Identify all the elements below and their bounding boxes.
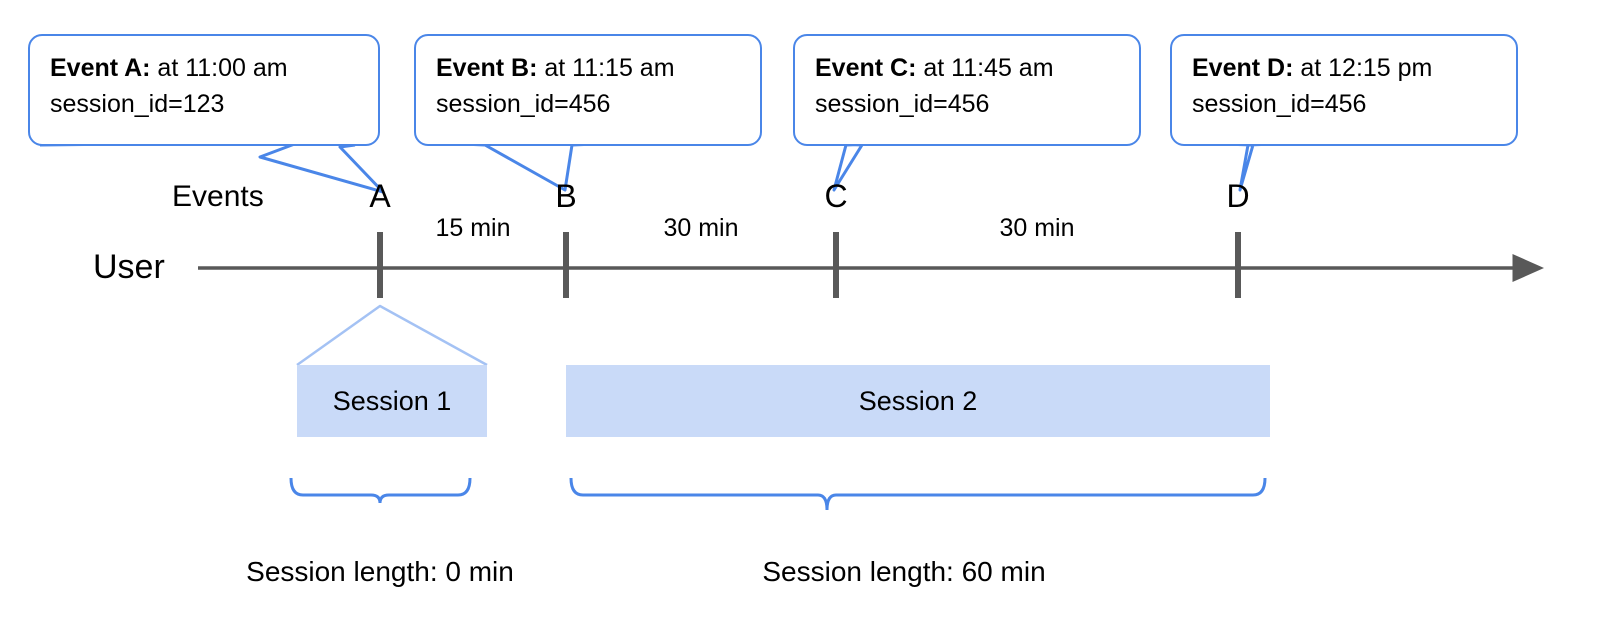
- callout-event-b-time: at 11:15 am: [537, 54, 675, 82]
- session-bar-1-label: Session 1: [332, 385, 452, 416]
- callout-event-c-time: at 11:45 am: [916, 54, 1054, 82]
- lane-label-user: User: [93, 248, 165, 286]
- gap-label-b-c: 30 min: [663, 214, 739, 242]
- callout-event-b-line1: Event B: at 11:15 am: [436, 50, 742, 86]
- tick-letter-b: B: [555, 178, 577, 214]
- callout-event-a[interactable]: Event A: at 11:00 am session_id=123: [28, 34, 380, 146]
- callout-event-a-line1: Event A: at 11:00 am: [50, 50, 360, 86]
- session-bar-1[interactable]: Session 1: [297, 365, 487, 437]
- callout-event-c-title: Event C:: [815, 54, 917, 82]
- callout-event-d-title: Event D:: [1192, 54, 1294, 82]
- gap-label-a-b: 15 min: [435, 214, 511, 242]
- lane-label-events: Events: [172, 180, 264, 213]
- session2-brace: [569, 477, 1267, 511]
- callout-event-b-line2: session_id=456: [436, 90, 611, 118]
- callout-tail-b: [439, 141, 621, 192]
- callout-event-c-line1: Event C: at 11:45 am: [815, 50, 1121, 86]
- callout-event-b-title: Event B:: [436, 54, 538, 82]
- callout-event-c-line2: session_id=456: [815, 90, 990, 118]
- session-bar-2[interactable]: Session 2: [566, 365, 1270, 437]
- callout-event-a-time: at 11:00 am: [150, 54, 288, 82]
- callout-event-d-line1: Event D: at 12:15 pm: [1192, 50, 1498, 86]
- gap-label-c-d: 30 min: [999, 214, 1075, 242]
- session1-brace: [289, 477, 472, 504]
- tick-letter-c: C: [824, 178, 848, 214]
- callout-event-d-line2: session_id=456: [1192, 90, 1367, 118]
- callout-event-a-title: Event A:: [50, 54, 151, 82]
- callout-event-a-line2: session_id=123: [50, 90, 225, 118]
- callout-event-c[interactable]: Event C: at 11:45 am session_id=456: [793, 34, 1141, 146]
- session1-tent-connector: [296, 304, 488, 367]
- tick-letter-a: A: [369, 178, 391, 214]
- session-bar-2-label: Session 2: [858, 385, 978, 416]
- callout-event-d-time: at 12:15 pm: [1293, 54, 1433, 82]
- callout-event-d[interactable]: Event D: at 12:15 pm session_id=456: [1170, 34, 1518, 146]
- session-1-length-label: Session length: 0 min: [246, 556, 514, 587]
- session-2-length-label: Session length: 60 min: [762, 556, 1046, 587]
- callout-event-b[interactable]: Event B: at 11:15 am session_id=456: [414, 34, 762, 146]
- tick-letter-d: D: [1226, 178, 1250, 214]
